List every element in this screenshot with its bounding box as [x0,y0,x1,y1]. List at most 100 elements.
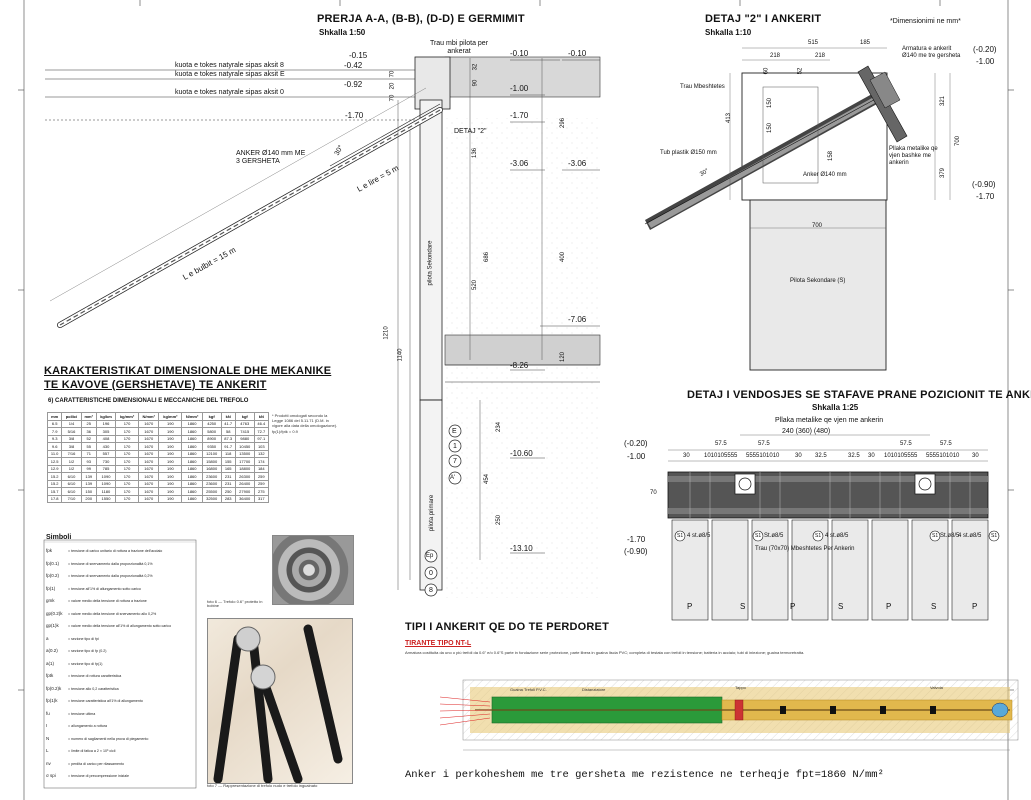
symbol-row: N= numero di sagliamenti nella prova di … [46,736,148,741]
detail-2-title: DETAJ "2" I ANKERIT [705,13,822,25]
level-r-1310: -13.10 [510,544,533,553]
table-cell: kN [253,412,270,421]
table-cell: 1860 [181,457,203,466]
table-cell: 46.4 [253,419,270,428]
table-cell: 6/10 [61,487,82,496]
row-dim-7: 30 [868,453,875,459]
table-cell: mm [46,412,63,421]
dim-185: 185 [860,40,871,46]
table-cell: 23600 [201,479,222,488]
table-cell: 1670 [137,442,160,451]
dim-413: 413 [726,112,733,124]
stirrup-label-2: St.ø8/5 [764,533,784,539]
table-cell: 190 [158,427,183,436]
st-level-100: -1.00 [627,452,646,461]
table-cell: 170 [115,487,139,496]
symbol-note: = tensione di snervamento dalla proporzi… [68,574,153,578]
pile-p4: P [972,602,978,611]
table-cell: 190 [158,419,183,428]
table-cell: 196 [95,419,117,428]
table-cell: 190 [158,487,183,496]
table-cell: 1860 [181,487,203,496]
photo-coil [272,535,354,605]
table-cell: 200 [80,494,97,503]
primary-pile-label: pilota primare [429,494,436,532]
table-cell: 6/10 [61,479,82,488]
table-cell: 7/16 [61,449,82,458]
dim-218a: 218 [770,53,781,59]
table-cell: 15.7 [46,487,63,496]
table-cell: 170 [115,434,139,443]
anchor-type-subtitle: TIRANTE TIPO NT-L [405,640,472,647]
symbol-note: = tensione di precompressione iniziale [68,774,130,778]
table-cell: 1090 [95,472,117,481]
table-cell: 170 [115,449,139,458]
table-cell: 9350 [201,442,222,451]
table-cell: 1090 [95,479,117,488]
table-cell: 174 [253,457,270,466]
symbol-row: fu = tensione ultima [46,711,95,716]
table-cell: 17700 [234,457,255,466]
d2-level-100: -1.00 [976,57,995,66]
symbol-row: fp(0.1) = tensione di snervamento dalla p… [46,561,153,566]
stirrups-dim-575d: 57.5 [940,441,952,447]
anchor-bottom-note: Anker i perkoheshem me tre gersheta me r… [405,769,884,781]
symbol-name: fptk [46,673,54,678]
stirrups-scale: Shkalla 1:25 [812,403,859,412]
table-cell: 190 [158,457,183,466]
level-r-010b: -0.10 [568,49,587,58]
table-cell: 7.9 [46,427,63,436]
pile-p3: P [886,602,892,611]
dim-321: 321 [940,95,947,107]
level-r-826: -8.26 [510,361,529,370]
symbol-row: gp(0.2)k= valore medio della tensione di… [46,611,156,616]
table-cell: 170 [115,494,139,503]
symbol-row: a(1)= sezione tipo di fp(1) [46,661,102,666]
symbol-name: fu [46,710,50,716]
st-level-090: (-0.90) [624,547,648,556]
sheet-border [18,0,1014,800]
dim-250: 250 [496,514,503,526]
table-cell: 1860 [181,442,203,451]
st-level-020: (-0.20) [624,439,648,448]
d2-level-020: (-0.20) [973,45,997,54]
table-cell: kgf [234,412,255,421]
table-cell: 6/10 [61,472,82,481]
symbol-row: L= limite di fatica a 2 × 10⁶ cicli [46,748,115,753]
stirrups-beam-label: Trau (70x70) Mbeshtetes Per Ankerin [755,546,855,552]
callout-distanziatore: Distanziatore [582,687,606,692]
symbol-name: L [46,748,49,753]
level-left-015: -0.15 [349,51,368,60]
symbol-note: = tensione di rottura caratteristica [68,674,122,678]
dim-60: 60 [763,67,770,75]
level-left-042: -0.42 [344,61,363,70]
symbol-name: fp(0.1) [46,560,60,566]
dim-150b: 150 [767,122,774,134]
table-cell: 12.9 [46,464,63,473]
table-cell: 17.8 [46,494,63,503]
d2-level-090: (-0.90) [972,180,996,189]
table-cell: 9.3 [46,434,63,443]
symbol-note: = tensione ultima [68,711,96,716]
symbol-name: N [46,735,50,741]
dim-90: 90 [472,79,479,87]
level-left-092: -0.92 [344,80,363,89]
table-cell: 1860 [181,419,203,428]
dim-520: 520 [472,279,479,291]
table-cell: 1670 [137,479,160,488]
symbol-name: I [46,723,48,728]
symbol-note: = tensione di snervamento dalla proporzi… [68,561,153,566]
axis-bubble-e: E [452,428,457,435]
dim-700v: 700 [955,135,962,147]
stirrup-label-1: 4 st.ø8/5 [687,533,711,539]
pile-p1: P [687,602,693,611]
row-dim-10: 30 [972,453,979,459]
label-trau: Trau Mbeshtetes [680,84,725,90]
table-cell: 25 [80,419,97,428]
dim-150a: 150 [767,97,774,109]
